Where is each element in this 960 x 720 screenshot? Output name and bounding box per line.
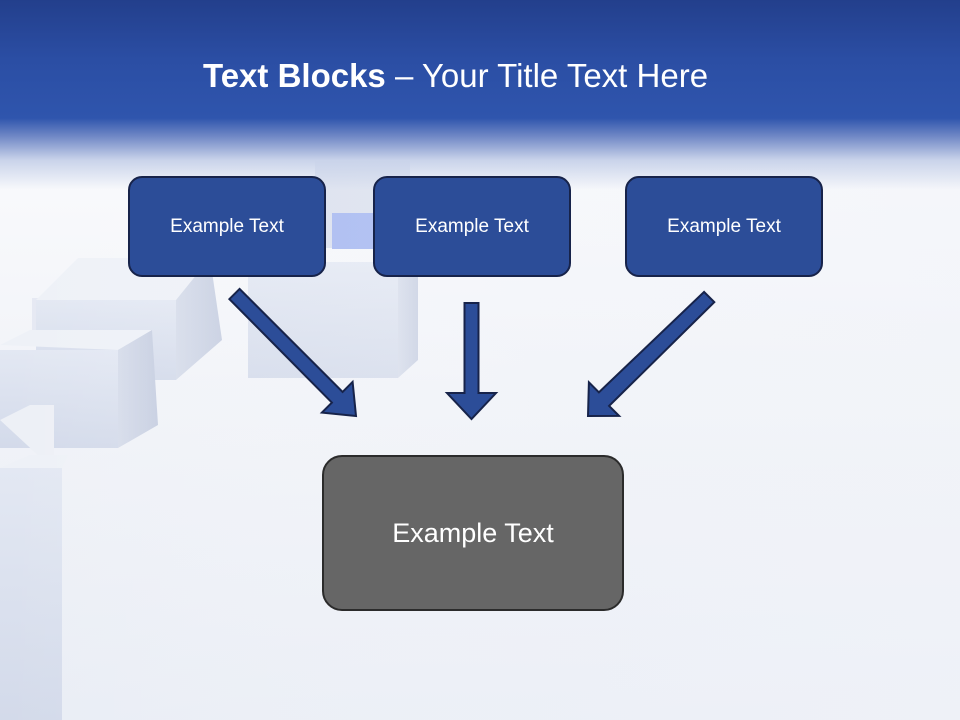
text-box-top-right: Example Text: [625, 176, 823, 277]
text-box-bottom-label: Example Text: [392, 517, 554, 548]
header-band: [0, 0, 960, 190]
text-box-bottom: Example Text: [322, 455, 624, 611]
text-box-top-center-label: Example Text: [415, 215, 529, 237]
slide-title: Text Blocks – Your Title Text Here: [203, 52, 708, 100]
text-box-top-left: Example Text: [128, 176, 326, 277]
title-bold-part: Text Blocks: [203, 57, 386, 94]
text-box-top-right-label: Example Text: [667, 215, 781, 237]
title-rest-part: – Your Title Text Here: [385, 57, 709, 94]
text-box-top-center: Example Text: [373, 176, 571, 277]
text-box-top-left-label: Example Text: [170, 215, 284, 237]
